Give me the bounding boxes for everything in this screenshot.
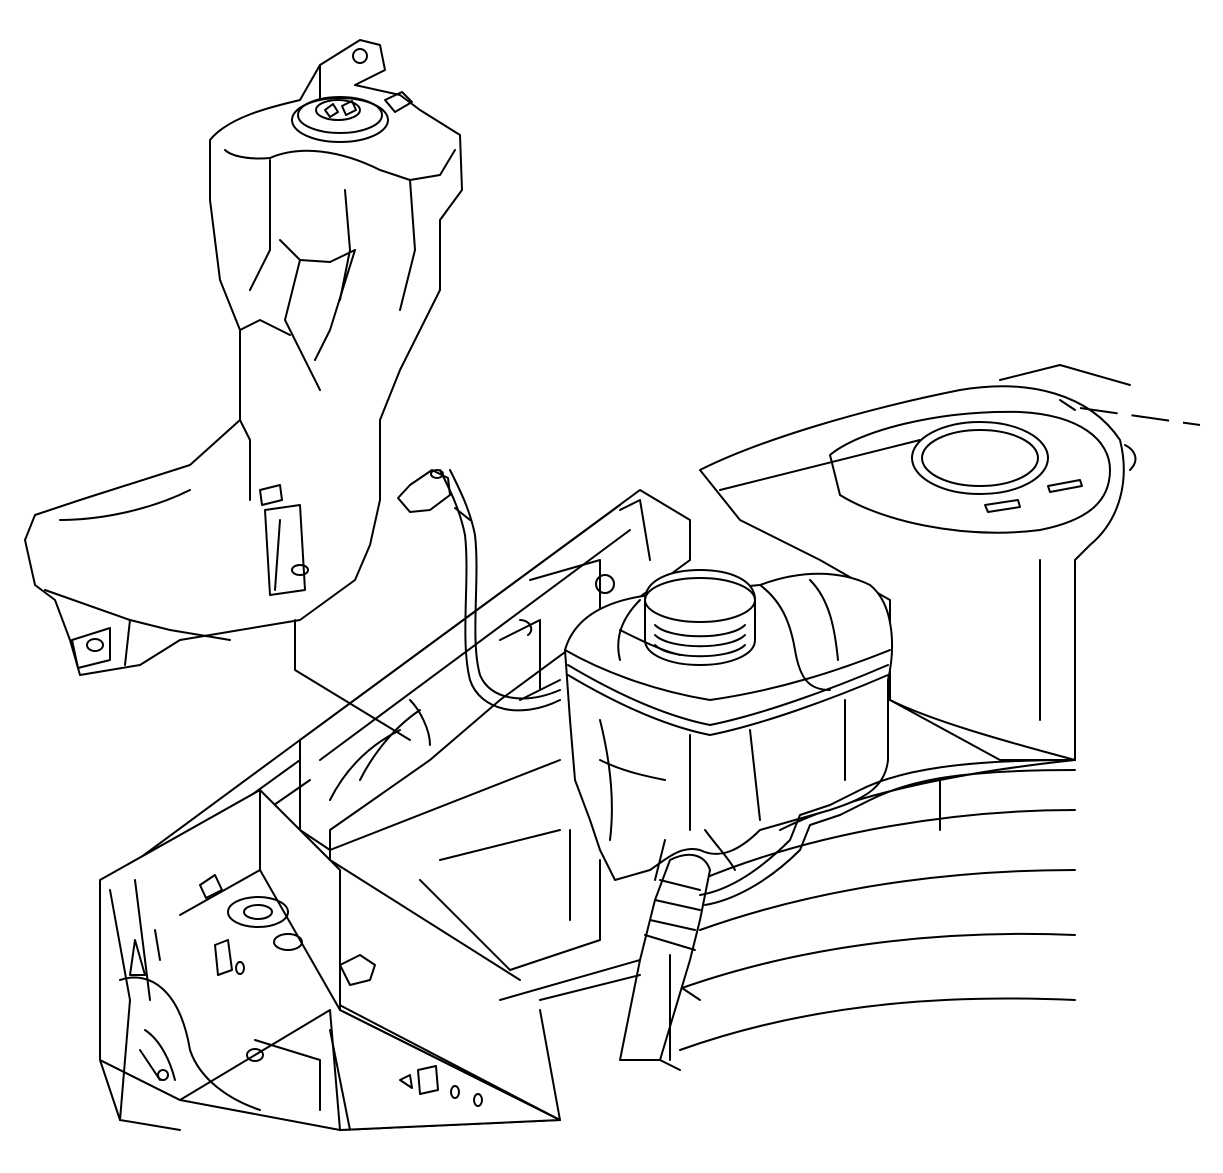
radiator-support-lower	[99, 789, 561, 1131]
coolant-outlet-hose	[539, 759, 1076, 1071]
surge-tank-cap	[619, 569, 756, 666]
coolant-surge-tank	[564, 572, 893, 881]
washer-hose	[397, 469, 561, 712]
washer-reservoir	[24, 39, 463, 741]
washer-fill-cap	[291, 91, 413, 143]
strut-tower	[699, 364, 1201, 761]
radiator-support	[649, 759, 1076, 1051]
